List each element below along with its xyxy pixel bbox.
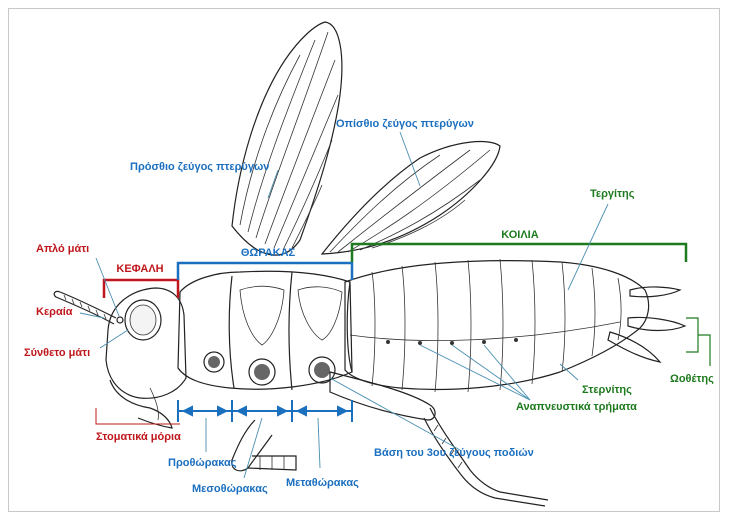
- thorax-section-label: ΘΩΡΑΚΑΣ: [241, 247, 296, 259]
- thorax-body: [178, 271, 352, 390]
- simple-eye-label: Απλό μάτι: [36, 243, 89, 255]
- mesothorax-label: Μεσοθώρακας: [192, 483, 268, 495]
- head-bracket: [104, 280, 178, 298]
- metathorax-label: Μεταθώρακας: [286, 477, 359, 489]
- antenna-label: Κεραία: [36, 306, 73, 318]
- hindwing: [322, 142, 500, 254]
- simple-eye-shape: [117, 317, 123, 323]
- ovipositor-bracket: [686, 318, 698, 352]
- abdomen-bracket: [352, 244, 686, 262]
- hind-leg: [232, 372, 548, 506]
- mouthparts-label: Στοματικά μόρια: [96, 431, 181, 443]
- forewing: [232, 22, 342, 255]
- abdomen-body: [345, 259, 685, 392]
- spiracles-label: Αναπνευστικά τρήματα: [516, 401, 637, 413]
- mouthparts-bracket: [96, 408, 180, 424]
- sternite-label: Στερνίτης: [582, 384, 632, 396]
- leader-lines: [80, 132, 608, 478]
- segment-arrows: [178, 400, 352, 422]
- abdomen-section-label: ΚΟΙΛΙΑ: [501, 229, 538, 241]
- prothorax-label: Προθώρακας: [168, 457, 237, 469]
- leg-base-label: Βάση του 3ου ζεύγους ποδιών: [374, 447, 534, 459]
- forewings-label: Πρόσθιο ζεύγος πτερύγων: [130, 161, 269, 173]
- head-section-label: ΚΕΦΑΛΗ: [116, 263, 163, 275]
- hindwings-label: Οπίσθιο ζεύγος πτερύγων: [336, 118, 474, 130]
- ovipositor-label: Ωοθέτης: [670, 373, 714, 385]
- compound-eye-label: Σύνθετο μάτι: [24, 347, 90, 359]
- tergite-label: Τεργίτης: [590, 188, 635, 200]
